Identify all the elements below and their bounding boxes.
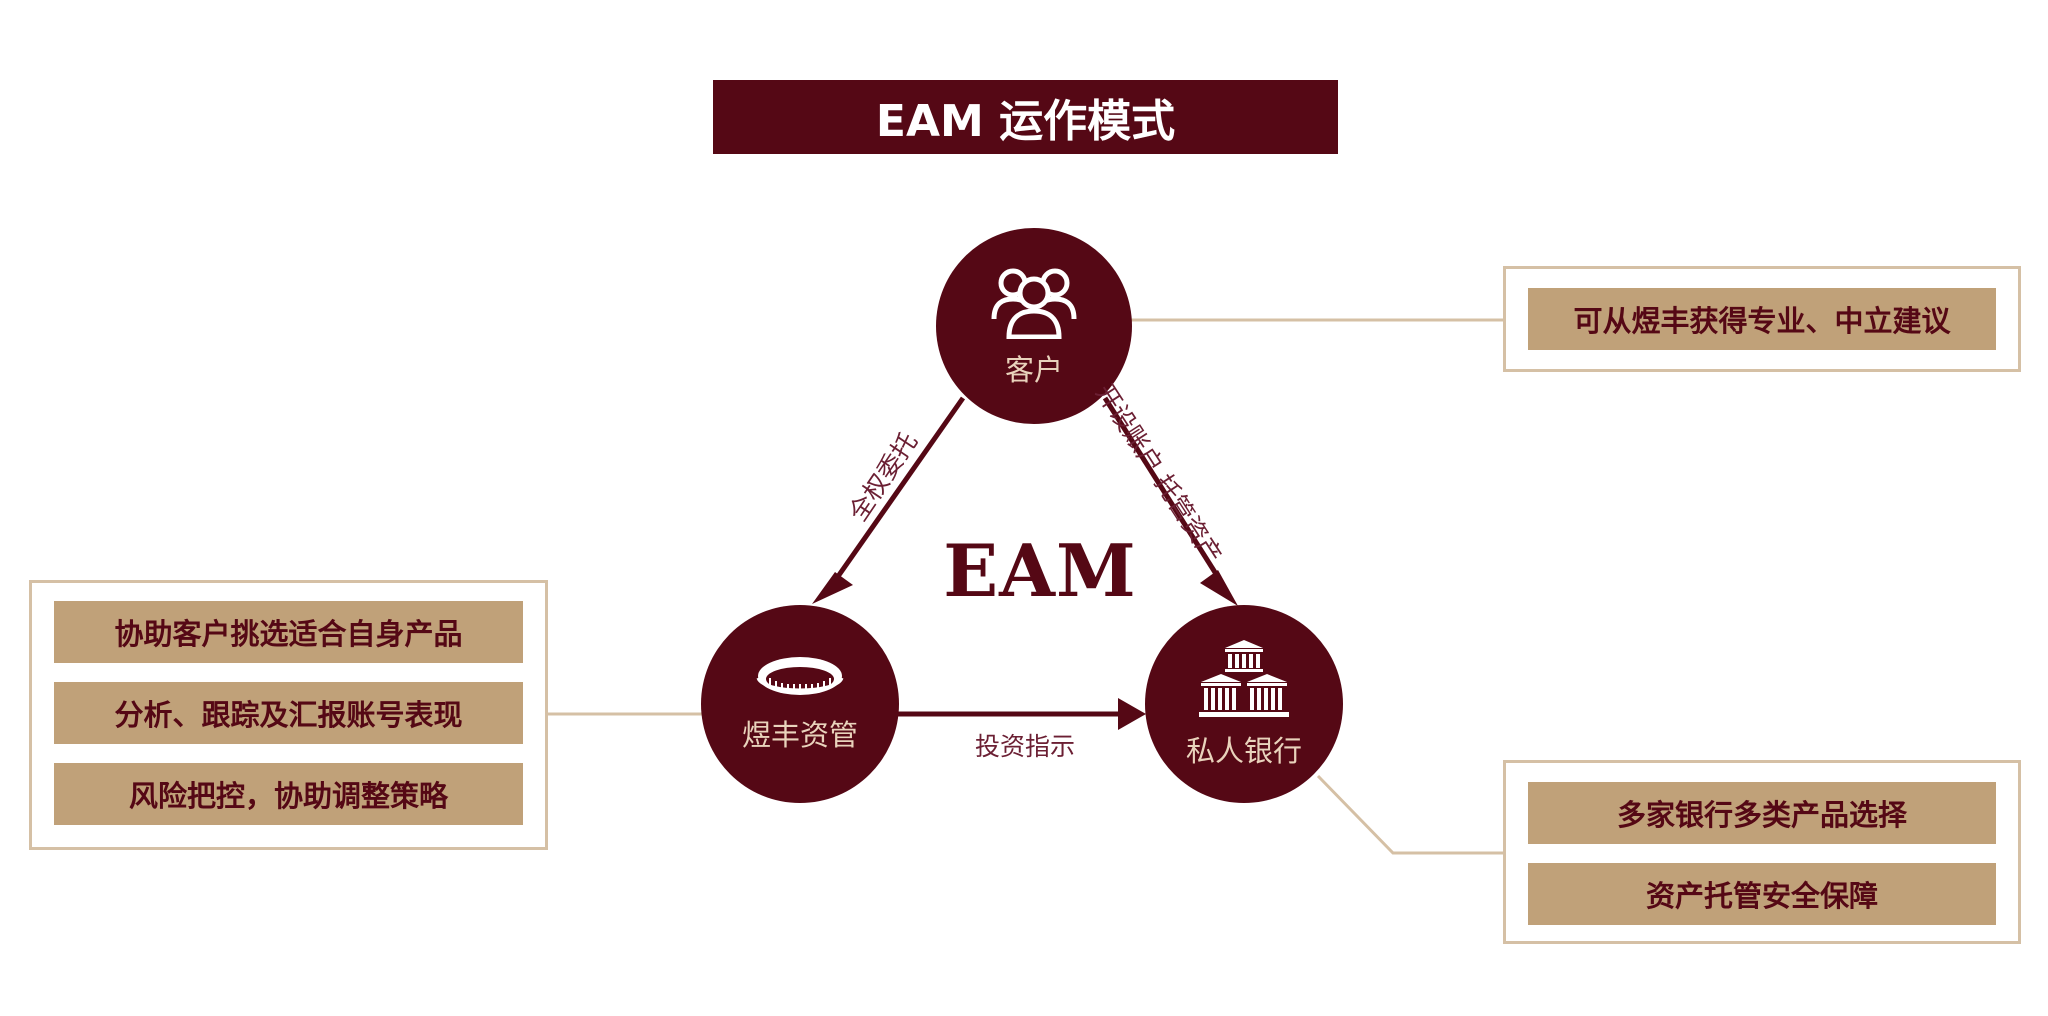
- bank-benefit-item: 资产托管安全保障: [1528, 863, 1996, 925]
- manager-service-item: 协助客户挑选适合自身产品: [54, 601, 523, 663]
- bank-buildings-icon: [1199, 640, 1289, 717]
- stadium-icon: [756, 657, 844, 695]
- manager-to-bank-label: 投资指示: [974, 732, 1075, 761]
- bank-benefit-item: 多家银行多类产品选择: [1528, 782, 1996, 844]
- client-node-label: 客户: [1004, 353, 1063, 387]
- client-to-manager-arrow: [812, 396, 966, 604]
- manager-node: 煜丰资管: [701, 605, 899, 803]
- manager-service-item: 风险把控，协助调整策略: [54, 763, 523, 825]
- manager-to-bank-arrow: [898, 698, 1146, 730]
- people-group-icon: [991, 268, 1077, 339]
- client-benefit-item: 可从煜丰获得专业、中立建议: [1528, 288, 1996, 350]
- manager-node-label: 煜丰资管: [741, 718, 858, 752]
- client-to-bank-arrow: [1102, 396, 1238, 606]
- center-eam-label: EAM: [943, 528, 1137, 613]
- bank-node-label: 私人银行: [1185, 734, 1302, 768]
- client-node: 客户: [936, 228, 1132, 424]
- manager-service-item: 分析、跟踪及汇报账号表现: [54, 682, 523, 744]
- bank-panel-connector: [1316, 774, 1503, 855]
- page-title: EAM 运作模式: [713, 80, 1338, 154]
- bank-node: 私人银行: [1145, 605, 1343, 803]
